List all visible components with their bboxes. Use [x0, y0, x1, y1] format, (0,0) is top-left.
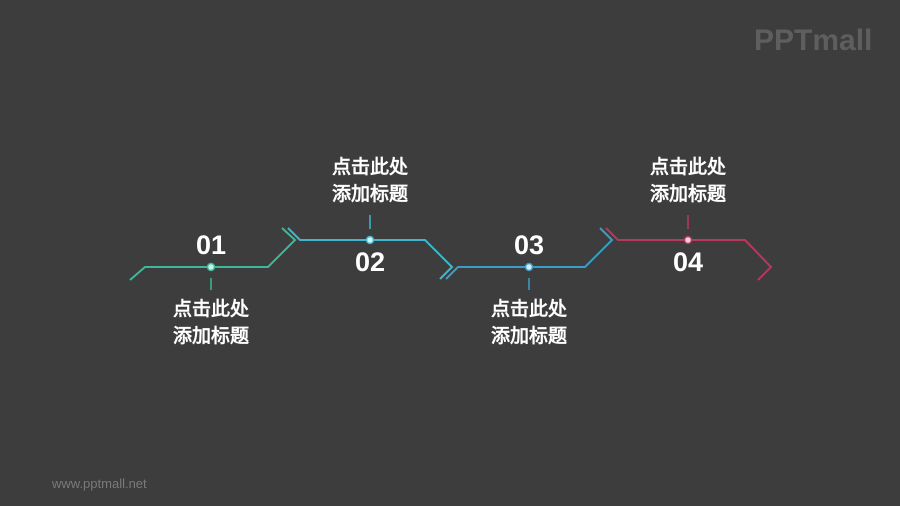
step-02-connector	[287, 215, 454, 280]
step-03-line1: 点击此处	[490, 298, 567, 320]
step-03-connector	[445, 227, 614, 290]
step-04-line1: 点击此处	[649, 156, 726, 178]
footer-url: www.pptmall.net	[52, 476, 147, 491]
step-02-number: 02	[354, 247, 386, 277]
step-02-line1: 点击此处	[331, 156, 408, 178]
step-01-title[interactable]: 点击此处 添加标题	[151, 296, 271, 350]
step-01-connector	[129, 227, 297, 290]
step-04-connector	[605, 215, 773, 281]
step-03-title[interactable]: 点击此处 添加标题	[469, 296, 589, 350]
step-02-title[interactable]: 点击此处 添加标题	[310, 154, 430, 208]
pptmall-logo: PPTmall	[754, 24, 873, 57]
step-04-number: 04	[672, 247, 704, 277]
step-03-number: 03	[513, 230, 545, 260]
step-01-number: 01	[195, 230, 227, 260]
step-04-line2: 添加标题	[649, 183, 726, 205]
step-01-line1: 点击此处	[172, 298, 249, 320]
step-02-line2: 添加标题	[331, 183, 408, 205]
step-01-line2: 添加标题	[172, 325, 249, 347]
step-03-line2: 添加标题	[490, 325, 567, 347]
step-04-title[interactable]: 点击此处 添加标题	[628, 154, 748, 208]
